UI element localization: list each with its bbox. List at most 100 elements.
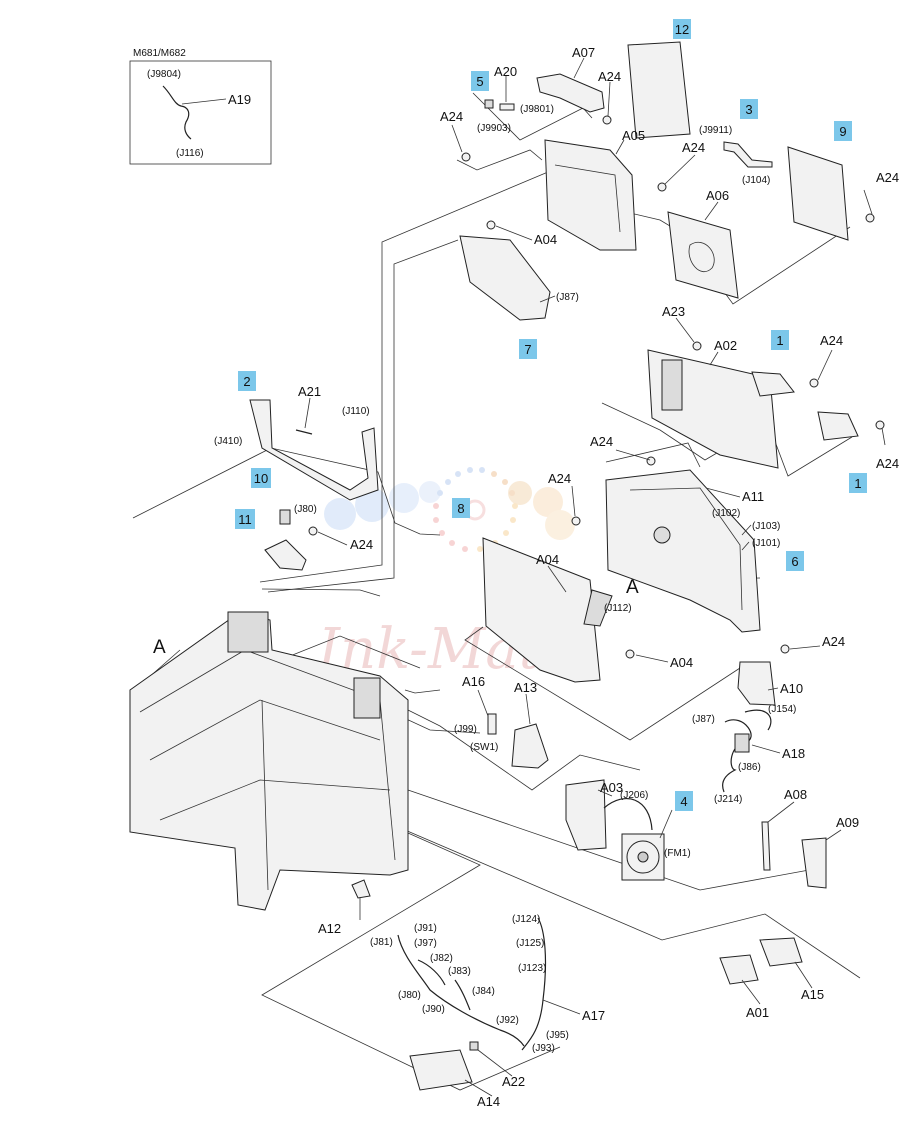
callout-label: A17 — [582, 1008, 605, 1023]
callout-label: (J86) — [738, 762, 761, 773]
callout-label: (J81) — [370, 937, 393, 948]
a12-cover-panel — [627, 41, 691, 139]
badge-2: 2 — [238, 371, 256, 391]
callout-label: (J206) — [620, 790, 648, 801]
callout-label: A07 — [572, 45, 595, 60]
leader-lines — [304, 57, 886, 1097]
a19-cable — [162, 85, 192, 140]
a18-module — [734, 733, 750, 753]
callout-label: A24 — [440, 109, 463, 124]
a16-switch — [487, 713, 497, 735]
badge-4: 4 — [675, 791, 693, 811]
part1-bracket-upper — [751, 371, 795, 397]
callout-label: A12 — [318, 921, 341, 936]
callout-label: A22 — [502, 1074, 525, 1089]
callout-label: A06 — [706, 188, 729, 203]
svg-text:8: 8 — [457, 501, 464, 516]
callout-label: A01 — [746, 1005, 769, 1020]
a13-guide — [511, 723, 549, 769]
part8-main-board — [482, 537, 601, 683]
callout-label: (J97) — [414, 938, 437, 949]
callout-label: (J112) — [604, 603, 632, 614]
badge-3: 3 — [740, 99, 758, 119]
callout-labels: A20 A07 A24 (J9801) (J9903) A24 A05 A24 … — [214, 45, 899, 1109]
a11-main-chassis — [605, 469, 761, 633]
parts — [129, 41, 885, 1091]
a18-cable — [722, 719, 752, 793]
callout-label: A24 — [822, 634, 845, 649]
callout-label: (J124) — [512, 914, 540, 925]
a01-bracket — [719, 954, 759, 985]
a09-board-panel — [787, 146, 849, 241]
callout-label: A23 — [662, 304, 685, 319]
a06-plate — [667, 211, 739, 299]
callout-label: (J154) — [768, 704, 796, 715]
a17-harness — [521, 917, 547, 1051]
callout-label: A13 — [514, 680, 537, 695]
callout-label: A24 — [876, 456, 899, 471]
svg-text:7: 7 — [524, 342, 531, 357]
callout-label: (J104) — [742, 175, 770, 186]
badge-7: 7 — [519, 339, 537, 359]
svg-text:4: 4 — [680, 794, 687, 809]
badge-1-lower: 1 — [849, 473, 867, 493]
callout-label: A21 — [298, 384, 321, 399]
part1-bracket-lower — [817, 411, 859, 441]
a05-frame — [544, 139, 637, 251]
a17-harness-branch — [397, 934, 525, 1047]
a20-clip — [484, 99, 494, 109]
inset-connector-bottom: (J116) — [176, 148, 204, 159]
callout-label: (J103) — [752, 521, 780, 532]
a22-clip — [469, 1041, 479, 1051]
callout-label: A03 — [600, 780, 623, 795]
a10-bracket — [737, 661, 776, 706]
a03-duct — [565, 779, 607, 851]
svg-text:11: 11 — [238, 512, 252, 527]
callout-label: (J125) — [516, 938, 544, 949]
callout-label: A24 — [876, 170, 899, 185]
badge-5: 5 — [471, 71, 489, 91]
callout-label: (J110) — [342, 406, 370, 417]
callout-label: (J83) — [448, 966, 471, 977]
callout-label: (J87) — [692, 714, 715, 725]
part-badges: 12 5 3 9 7 1 1 2 10 11 8 6 4 — [235, 19, 867, 811]
a08-rod — [761, 821, 771, 871]
fan-icon — [621, 833, 665, 881]
callout-label: (J91) — [414, 923, 437, 934]
svg-text:12: 12 — [675, 22, 689, 37]
svg-text:1: 1 — [776, 333, 783, 348]
callout-label: (J9903) — [477, 123, 511, 134]
callout-label: A04 — [534, 232, 557, 247]
section-mark-right: A — [626, 577, 639, 598]
badge-11: 11 — [235, 509, 255, 529]
part11-sensor — [264, 539, 307, 571]
callout-label: (J9801) — [520, 104, 554, 115]
callout-label: A24 — [350, 537, 373, 552]
badge-8: 8 — [452, 498, 470, 518]
badge-9: 9 — [834, 121, 852, 141]
callout-label: (J101) — [752, 538, 780, 549]
a20-connector — [499, 103, 515, 111]
callout-label: (J214) — [714, 794, 742, 805]
callout-label: A04 — [536, 552, 559, 567]
callout-label: A11 — [742, 489, 764, 504]
callout-label: (J84) — [472, 986, 495, 997]
a07-bracket — [536, 73, 605, 113]
callout-label: (J92) — [496, 1015, 519, 1026]
inset-title: M681/M682 — [133, 48, 186, 59]
svg-text:3: 3 — [745, 102, 752, 117]
callout-label: A20 — [494, 64, 517, 79]
badge-6: 6 — [786, 551, 804, 571]
section-mark-left: A — [153, 637, 166, 658]
callout-label: A24 — [598, 69, 621, 84]
callout-label: (J95) — [546, 1030, 569, 1041]
callout-label: A24 — [682, 140, 705, 155]
svg-text:10: 10 — [254, 471, 268, 486]
printer-base-frame — [129, 611, 409, 911]
a14-bracket — [409, 1049, 473, 1091]
callout-label: A05 — [622, 128, 645, 143]
callout-label: (J9911) — [699, 125, 732, 136]
callout-label: (FM1) — [664, 848, 691, 859]
a15-bracket — [759, 937, 803, 967]
